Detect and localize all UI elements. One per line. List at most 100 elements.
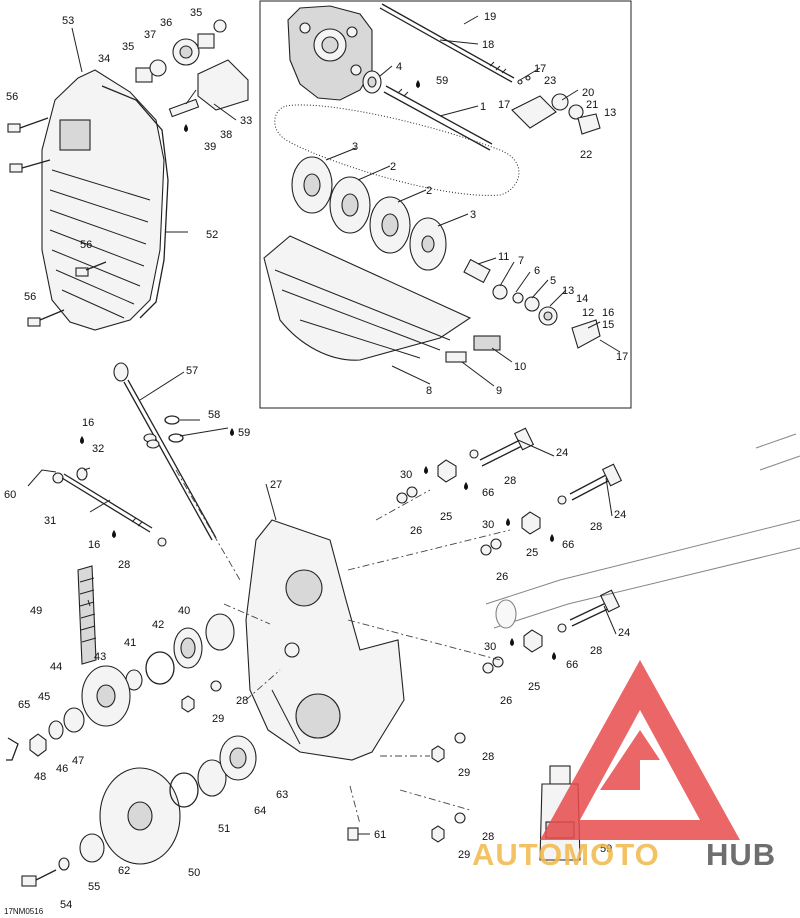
callout-59c: 59 xyxy=(600,843,612,855)
callout-43: 43 xyxy=(94,651,106,663)
watermark-triangle-icon xyxy=(540,660,740,840)
shaft-31 xyxy=(52,472,153,533)
callout-2a: 2 xyxy=(390,161,396,173)
nut-29-a xyxy=(181,695,195,713)
track-belt-8 xyxy=(263,235,472,361)
callout-60: 60 xyxy=(4,489,16,501)
callout-40: 40 xyxy=(178,605,190,617)
callout-17c: 17 xyxy=(616,351,628,363)
o-ring-58-a xyxy=(164,415,180,425)
chaincase-cover-53 xyxy=(41,69,165,331)
callout-34: 34 xyxy=(98,53,110,65)
washer-28-c xyxy=(454,732,466,744)
nut-47 xyxy=(29,733,47,757)
callout-51: 51 xyxy=(218,823,230,835)
chaincase-housing-27 xyxy=(245,519,405,761)
clip-60 xyxy=(27,469,57,487)
bolt-54 xyxy=(21,869,57,887)
bolt-24-b xyxy=(569,463,623,501)
callout-26c: 26 xyxy=(500,695,512,707)
bolt-56-b xyxy=(9,159,51,173)
callout-50: 50 xyxy=(188,867,200,879)
washer-26-a1 xyxy=(396,492,408,504)
callout-30b: 30 xyxy=(482,519,494,531)
callout-4: 4 xyxy=(396,61,402,73)
callout-30a: 30 xyxy=(400,469,412,481)
callout-31: 31 xyxy=(44,515,56,527)
lubricant-drop-icons xyxy=(80,80,556,660)
background-tube xyxy=(485,433,800,629)
callout-42: 42 xyxy=(152,619,164,631)
callout-66c: 66 xyxy=(566,659,578,671)
track-loop-dashed xyxy=(274,104,520,196)
washer-28-e xyxy=(469,449,479,459)
washer-26-b1 xyxy=(480,544,492,556)
nut-25-c xyxy=(523,629,543,653)
drain-plug-61 xyxy=(347,827,359,841)
callout-28a: 28 xyxy=(118,559,130,571)
callout-35b: 35 xyxy=(122,41,134,53)
callout-25b: 25 xyxy=(526,547,538,559)
cotter-pin-48 xyxy=(6,737,19,761)
bolt-24-a xyxy=(479,427,535,467)
circlip-51 xyxy=(169,772,199,808)
callout-10: 10 xyxy=(514,361,526,373)
callout-21: 21 xyxy=(586,99,598,111)
seal-64 xyxy=(197,759,227,797)
lower-sprocket-50 xyxy=(99,767,181,865)
callout-52: 52 xyxy=(206,229,218,241)
callout-37: 37 xyxy=(144,29,156,41)
sprocket-3-left xyxy=(291,156,333,214)
bearing-housing-top-right xyxy=(511,75,601,135)
callout-56a: 56 xyxy=(6,91,18,103)
callout-58: 58 xyxy=(208,409,220,421)
callout-65: 65 xyxy=(18,699,30,711)
washer-28-b xyxy=(210,680,222,692)
callout-20: 20 xyxy=(582,87,594,99)
watermark-brand-left: AUTOMOTO xyxy=(472,837,660,872)
callout-28d: 28 xyxy=(590,521,602,533)
callout-3a: 3 xyxy=(352,141,358,153)
callout-1: 1 xyxy=(480,101,486,113)
callout-numbers: 53 35 36 37 35 34 56 33 38 39 52 56 56 1… xyxy=(4,7,630,916)
callout-15: 15 xyxy=(602,319,614,331)
callout-26b: 26 xyxy=(496,571,508,583)
washer-45 xyxy=(63,707,85,733)
slider-block-9 xyxy=(445,351,467,363)
nut-29-c xyxy=(431,825,445,843)
callout-53: 53 xyxy=(62,15,74,27)
washer-55 xyxy=(58,857,70,871)
callout-54: 54 xyxy=(60,899,72,911)
washer-28-f xyxy=(557,495,567,505)
washer-28-d xyxy=(454,812,466,824)
assembly-lines xyxy=(175,469,511,825)
callout-23: 23 xyxy=(544,75,556,87)
gasket-52 xyxy=(101,85,169,319)
washer-32 xyxy=(76,467,88,481)
callout-66a: 66 xyxy=(482,487,494,499)
washer-28-g xyxy=(557,623,567,633)
callout-3b: 3 xyxy=(470,209,476,221)
callout-28b: 28 xyxy=(236,695,248,707)
drive-axle-1 xyxy=(383,85,493,151)
callout-14: 14 xyxy=(576,293,588,305)
callout-66b: 66 xyxy=(562,539,574,551)
callout-32: 32 xyxy=(92,443,104,455)
callout-11: 11 xyxy=(498,251,509,263)
callout-26a: 26 xyxy=(410,525,422,537)
slider-block-10 xyxy=(473,335,501,351)
callout-13a: 13 xyxy=(604,107,616,119)
callout-30c: 30 xyxy=(484,641,496,653)
watermark-logo: AUTOMOTO HUB xyxy=(472,660,775,872)
nut-25-b xyxy=(521,511,541,535)
tensioner-parts-top xyxy=(135,19,249,118)
nut-25-a xyxy=(437,459,457,483)
callout-59b: 59 xyxy=(238,427,250,439)
sprocket-3-right xyxy=(409,217,447,271)
callout-28g: 28 xyxy=(482,831,494,843)
callout-16c: 16 xyxy=(88,539,100,551)
drawing-reference: 17NM0516 xyxy=(4,907,44,916)
leader-lines xyxy=(71,15,621,851)
seal-40 xyxy=(205,613,235,651)
